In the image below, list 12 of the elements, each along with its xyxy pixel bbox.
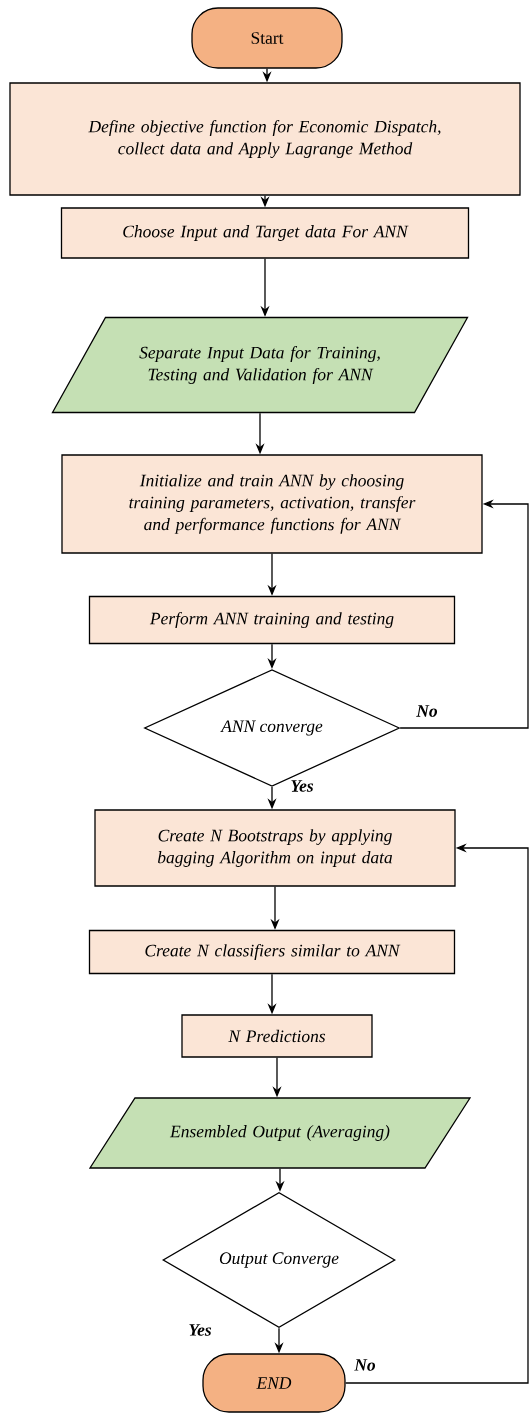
edge-label: No (353, 1358, 377, 1372)
process-box: Initialize and train ANN by choosing training parameters, activation, transfer and performance functions for ANN (61, 454, 483, 554)
data-parallelogram: Separate Input Data for Training, Testing and Validation for ANN (51, 316, 469, 414)
process-box: Choose Input and Target data For ANN (60, 207, 470, 259)
end-terminal: END (202, 1353, 346, 1413)
process-box: Create N Bootstraps by applying bagging Algorithm on input data (94, 809, 456, 887)
start-terminal: Start (191, 7, 343, 69)
process-box: Define objective function for Economic Dispatch, collect data and Apply Lagrange Method (9, 82, 521, 196)
edge-label: No (415, 704, 439, 718)
process-box: N Predictions (181, 1014, 373, 1058)
process-box: Create N classifiers similar to ANN (88, 929, 456, 975)
process-box: Perform ANN training and testing (88, 595, 456, 645)
